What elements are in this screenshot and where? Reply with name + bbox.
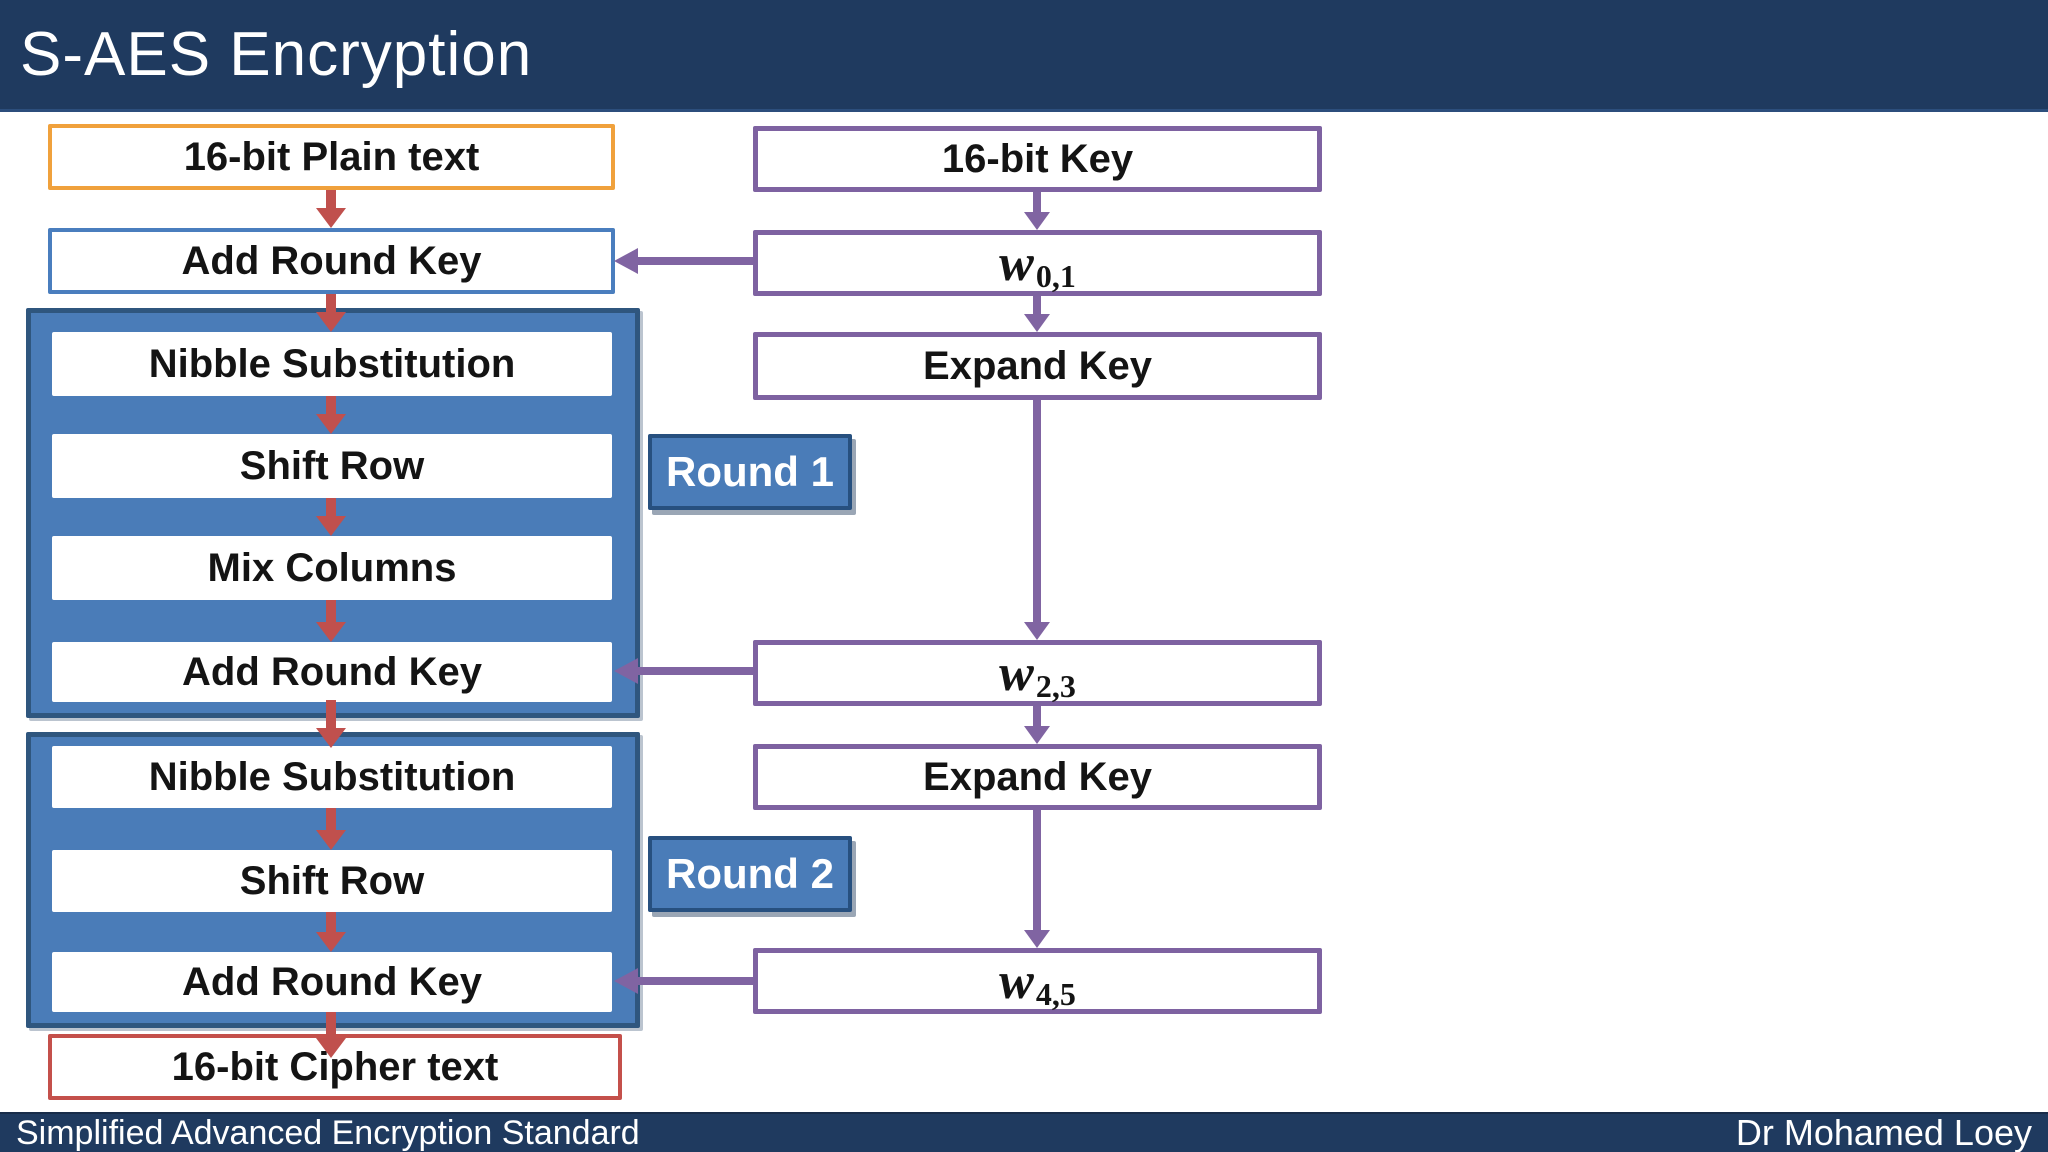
round1-shift-row-box: Shift Row [52,434,612,498]
expand-key-2-box: Expand Key [753,744,1322,810]
arrow-plain-to-ark [316,190,346,228]
arrow-w23-to-expand2 [1024,706,1050,744]
slide-footer: Simplified Advanced Encryption Standard … [0,1112,2048,1152]
round1-add-round-key-box: Add Round Key [52,642,612,702]
page-title: S-AES Encryption [20,20,533,89]
round2-label: Round 2 [666,850,834,897]
expand-key-2-label: Expand Key [923,754,1152,799]
w23-base: w [999,644,1034,702]
arrow-expand1-to-w23 [1024,400,1050,640]
round2-nibble-substitution-box: Nibble Substitution [52,746,612,808]
round1-label-box: Round 1 [648,434,852,510]
add-round-key-0-label: Add Round Key [181,238,482,283]
arrow-r1-ns-to-sr [316,396,346,434]
arrow-expand2-to-w45 [1024,810,1050,948]
w23-subscript: 2,3 [1035,667,1076,704]
arrow-round1-to-round2 [316,700,346,748]
round1-step-label: Add Round Key [182,649,482,694]
w01-subscript: 0,1 [1035,257,1076,294]
key-box: 16-bit Key [753,126,1322,192]
arrow-w01-to-ark0 [614,248,753,274]
arrow-ark-to-round1 [316,294,346,332]
arrow-key-to-w01 [1024,192,1050,230]
w45-subscript: 4,5 [1035,975,1076,1012]
round2-step-label: Nibble Substitution [148,754,516,799]
plain-text-label: 16-bit Plain text [183,134,480,179]
arrow-w01-to-expand1 [1024,296,1050,332]
w01-base: w [999,234,1034,292]
round1-step-label: Mix Columns [207,545,457,590]
round1-label: Round 1 [666,448,834,495]
round2-label-box: Round 2 [648,836,852,912]
round2-step-label: Add Round Key [182,959,482,1004]
footer-right-text: Dr Mohamed Loey [1735,1112,2032,1152]
expand-key-1-label: Expand Key [923,343,1152,388]
round2-step-label: Shift Row [239,858,425,903]
round1-mix-columns-box: Mix Columns [52,536,612,600]
round1-step-label: Nibble Substitution [148,341,516,386]
arrow-r1-mc-to-ark [316,600,346,642]
round1-nibble-substitution-box: Nibble Substitution [52,332,612,396]
arrow-r2-sr-to-ark [316,912,346,952]
plain-text-box: 16-bit Plain text [48,124,615,190]
w45-base: w [999,952,1034,1010]
arrow-r2-ns-to-sr [316,808,346,850]
arrow-w45-to-ark2 [614,968,753,994]
slide-header: S-AES Encryption [0,0,2048,112]
expand-key-1-box: Expand Key [753,332,1322,400]
arrow-w23-to-ark1 [614,658,753,684]
arrow-r1-sr-to-mc [316,498,346,536]
round2-add-round-key-box: Add Round Key [52,952,612,1012]
round1-step-label: Shift Row [239,443,425,488]
arrow-round2-to-cipher [316,1012,346,1058]
footer-left-text: Simplified Advanced Encryption Standard [16,1113,640,1152]
round2-shift-row-box: Shift Row [52,850,612,912]
key-label: 16-bit Key [941,136,1134,181]
add-round-key-0-box: Add Round Key [48,228,615,294]
